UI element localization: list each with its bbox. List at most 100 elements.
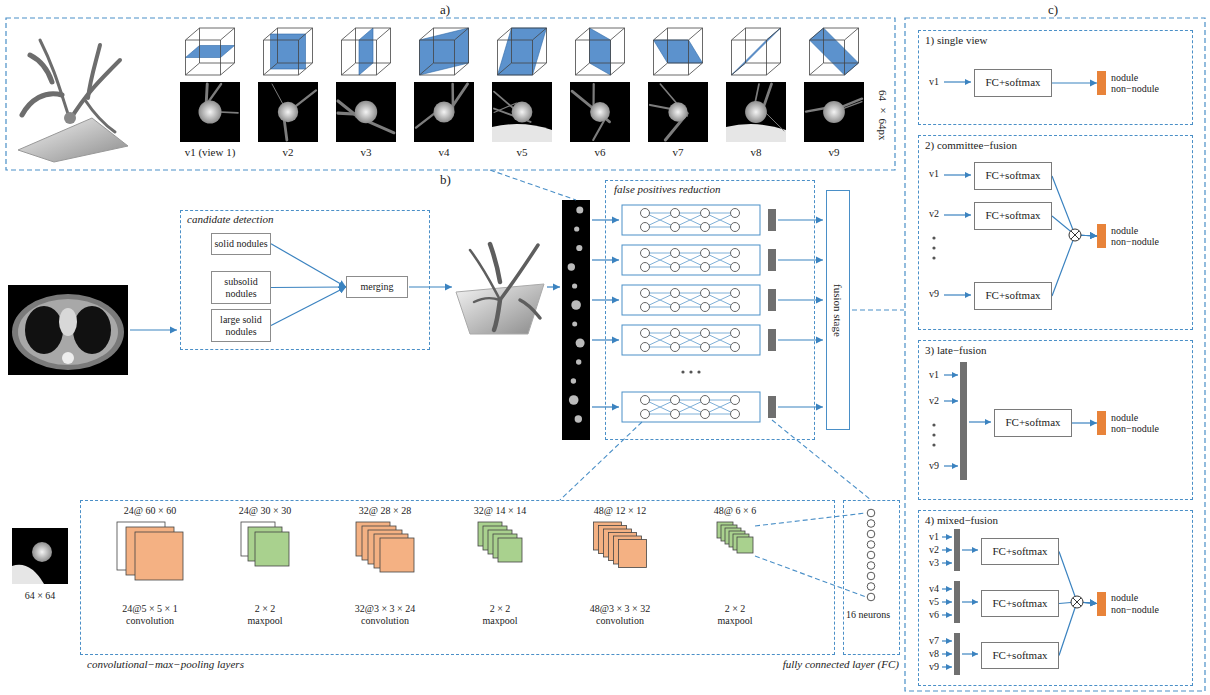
cube-edge (823, 28, 824, 63)
view-label: v6 (563, 146, 637, 159)
cube-edge (433, 28, 434, 63)
network-unit (731, 223, 740, 232)
network-unit (671, 223, 680, 232)
cube-edge (689, 28, 703, 40)
cube-edge (512, 63, 547, 64)
cube-edge (576, 28, 590, 40)
view-label: v6 (929, 609, 939, 621)
cube-edge (809, 40, 810, 75)
vessel-render (40, 40, 70, 120)
vessel (763, 84, 771, 107)
view-label: v3 (329, 146, 403, 159)
network-unit (671, 329, 680, 338)
view-plane (810, 28, 859, 75)
connector (271, 286, 346, 288)
network-box (622, 392, 760, 422)
network-link (645, 213, 675, 227)
network-link (675, 293, 705, 307)
network-box (622, 245, 760, 275)
ct-lung (25, 306, 63, 354)
cube-edge (264, 40, 299, 41)
cube-edge (590, 28, 625, 29)
view-label: v1 (929, 531, 939, 543)
input-patch (12, 528, 68, 584)
feature-map (619, 540, 647, 568)
cube-edge (702, 28, 703, 63)
fusion-operator-cross (1071, 231, 1079, 239)
network-link (645, 333, 675, 347)
cube-edge (277, 28, 278, 63)
cube-edge (732, 63, 746, 75)
layer-operation: 2 × 2 maxpool (713, 603, 757, 627)
process-box: subsolid nodules (211, 271, 271, 304)
cube-edge (221, 63, 235, 75)
network-unit (731, 303, 740, 312)
cube-edge (455, 28, 469, 40)
cube-edge (810, 63, 824, 75)
box-text: fusion stage (832, 284, 844, 337)
nodule (590, 102, 610, 122)
chest-wall (492, 124, 552, 142)
network-link (705, 253, 735, 267)
cube-edge (576, 40, 611, 41)
cube-edge (299, 63, 313, 75)
box-text: FC+softmax (988, 649, 1052, 662)
ct-patch (804, 82, 864, 142)
network-link (645, 253, 675, 267)
cube-edge (264, 63, 278, 75)
cube-edge (498, 63, 512, 75)
cube-edge (342, 28, 356, 40)
connector (271, 287, 346, 326)
connector (1052, 82, 1097, 83)
view-label: v1 (929, 369, 939, 381)
network-unit (701, 249, 710, 258)
network-box (622, 325, 760, 355)
box-text: nodule non−nodule (1111, 412, 1173, 435)
cube-edge (653, 40, 654, 75)
cube-edge (533, 28, 547, 40)
box-text: FC+softmax (981, 289, 1045, 302)
network-link (705, 400, 735, 414)
nodule (512, 102, 533, 123)
network-unit (641, 343, 650, 352)
dashed-group: false positives reduction (605, 180, 815, 440)
network-unit (641, 249, 650, 258)
feature-map (498, 538, 522, 562)
box-text: FC+softmax (1001, 416, 1065, 429)
network-unit (701, 396, 710, 405)
strip-nodule (574, 226, 579, 231)
strip-nodule (572, 283, 577, 288)
size-label: 64 × 64px (876, 90, 889, 141)
feature-bar (768, 329, 776, 351)
chest-wall (12, 565, 44, 584)
arrow (942, 666, 952, 667)
network-link (645, 400, 675, 414)
classifier-box: FC+softmax (981, 590, 1059, 617)
nodule (199, 101, 222, 124)
network-link (675, 333, 705, 347)
feature-map (135, 532, 183, 580)
neuron (867, 551, 875, 559)
fusion-panel: 2) committee−fusionFC+softmaxFC+softmaxF… (918, 135, 1193, 330)
cube-edge (810, 40, 845, 41)
box-text: nodule non−nodule (1111, 592, 1173, 615)
arrow (944, 374, 958, 375)
cube-edge (355, 28, 356, 63)
cube-edge (434, 63, 469, 64)
feature-bar (768, 396, 776, 418)
dashed-frame (905, 18, 1205, 691)
strip-nodule (576, 207, 583, 214)
vessel-render (500, 245, 538, 300)
output-bar (1097, 71, 1106, 95)
output-node: nodule non−nodule (1097, 592, 1173, 616)
cube-edge (200, 28, 235, 29)
view-label: v7 (641, 146, 715, 159)
view-label: v9 (929, 460, 939, 472)
group-heading: false positives reduction (614, 183, 721, 196)
network-link (675, 213, 705, 227)
view-label: v9 (929, 288, 939, 300)
view-label: v2 (251, 146, 325, 159)
view-label: v1 (929, 76, 939, 88)
cube-edge (858, 28, 859, 63)
